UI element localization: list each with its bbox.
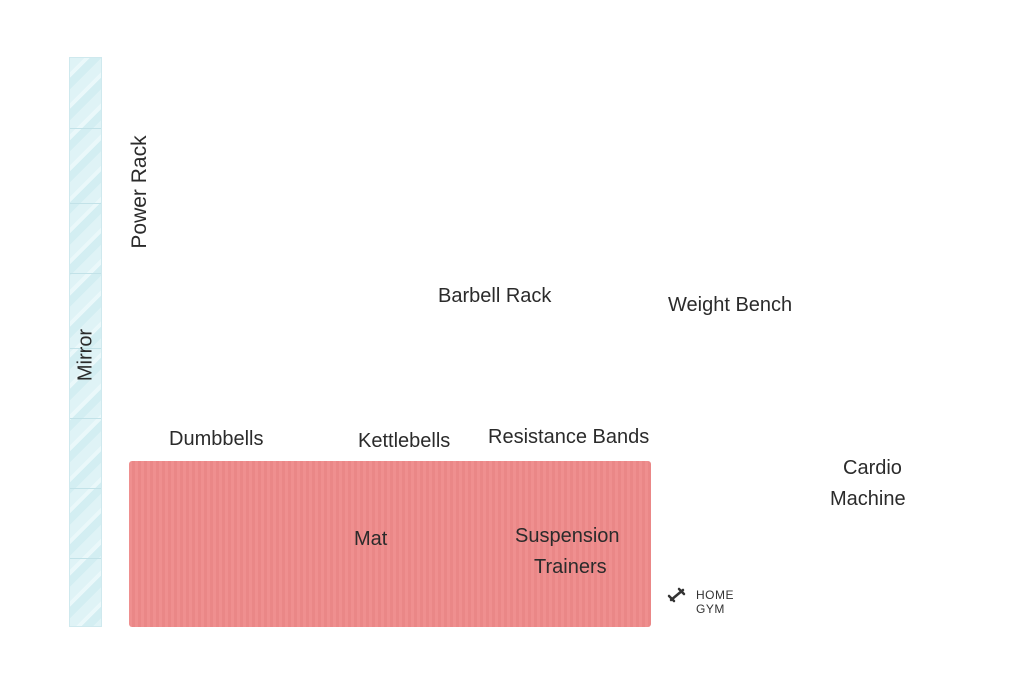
power-rack-label: Power Rack bbox=[128, 135, 151, 249]
mat bbox=[129, 461, 651, 627]
barbell-rack-label: Barbell Rack bbox=[438, 285, 552, 307]
logo-text: HOME GYM bbox=[696, 588, 734, 616]
mirror-strip bbox=[69, 57, 102, 627]
suspension-trainers-label-line2: Trainers bbox=[534, 556, 607, 578]
dumbbell-logo-icon bbox=[667, 587, 686, 603]
mat-label: Mat bbox=[354, 528, 388, 550]
dumbbells-label: Dumbbells bbox=[169, 428, 264, 450]
cardio-machine-label-line2: Machine bbox=[830, 488, 906, 510]
weight-bench-label: Weight Bench bbox=[668, 294, 793, 316]
suspension-trainers-label-line1: Suspension bbox=[515, 525, 620, 547]
mirror-label: Mirror bbox=[74, 328, 97, 382]
kettlebells-label: Kettlebells bbox=[358, 430, 451, 452]
cardio-machine-label-line1: Cardio bbox=[843, 457, 902, 479]
resistance-bands-label: Resistance Bands bbox=[488, 426, 650, 448]
